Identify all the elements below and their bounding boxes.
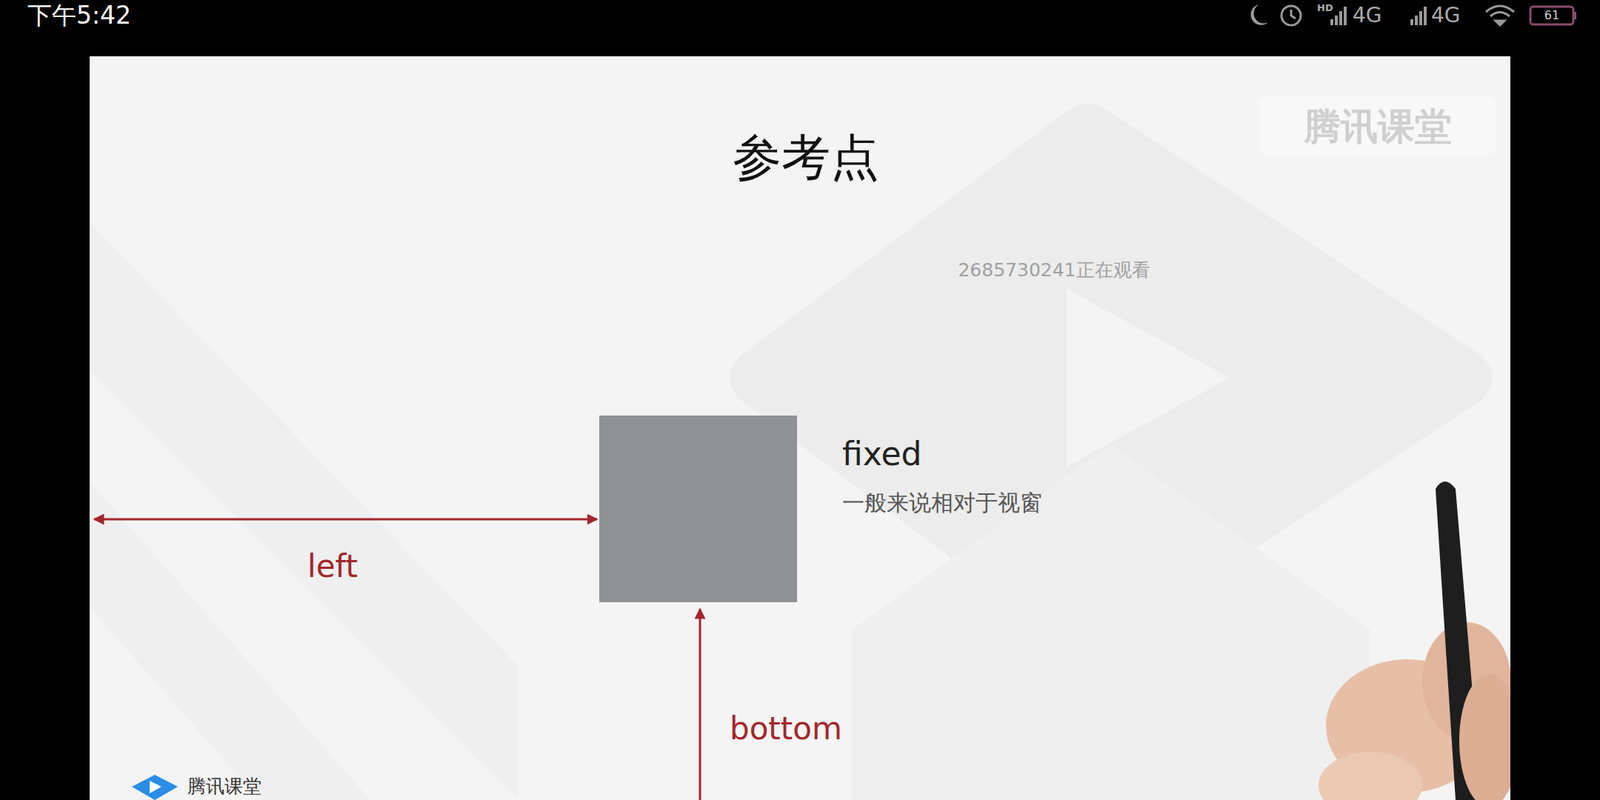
offset-label: bottom <box>729 711 843 747</box>
hand-with-pen <box>1318 481 1511 800</box>
watermark-logo <box>89 96 1497 800</box>
viewer-notice: 2685730241正在观看 <box>957 260 1150 282</box>
logo-text: 腾讯课堂 <box>187 776 262 798</box>
fixed-box <box>599 415 798 603</box>
position-type: fixed <box>842 435 922 474</box>
description: 一般来说相对于视窗 <box>842 490 1043 517</box>
watermark: 腾讯课堂 <box>1303 105 1452 149</box>
battery-level: 61 <box>1544 8 1560 23</box>
status-time: 下午5:42 <box>27 1 132 30</box>
status-hd: HD <box>1317 2 1334 15</box>
logo-play <box>149 780 162 794</box>
offset-label: left <box>307 548 358 585</box>
slide-title: 参考点 <box>732 129 880 186</box>
status-network: 4G <box>1352 3 1383 28</box>
status-network: 4G <box>1431 3 1461 28</box>
bottom-offset-arrow <box>699 608 702 800</box>
status-icons <box>1250 4 1577 26</box>
left-offset-arrow <box>94 518 598 521</box>
slide-background <box>89 56 1511 800</box>
logo-icon <box>131 774 178 800</box>
